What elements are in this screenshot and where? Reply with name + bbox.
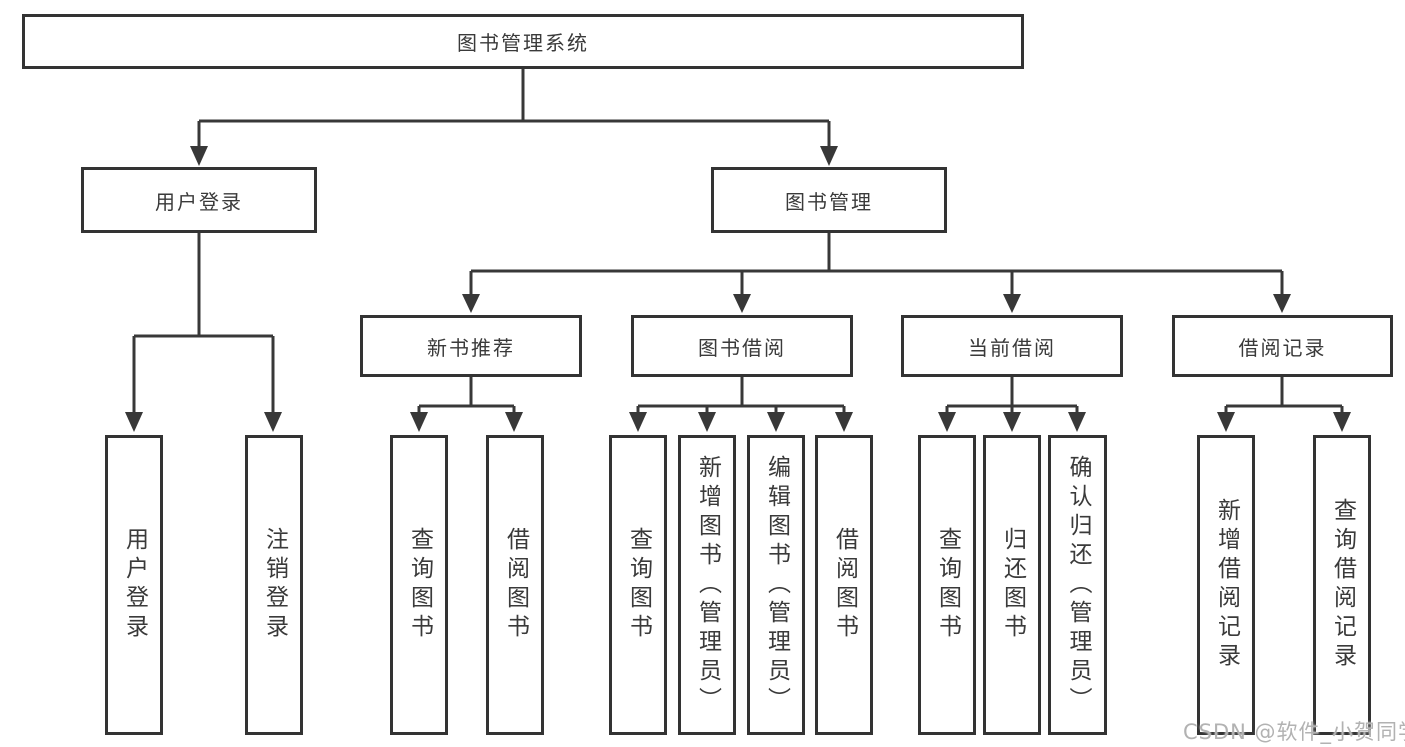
leaf-logout: 注销登录 xyxy=(245,435,303,735)
node-root: 图书管理系统 xyxy=(22,14,1024,69)
arrowhead xyxy=(733,294,751,313)
connector-book-mgmt-children xyxy=(462,233,1291,313)
connector-root-to-level2 xyxy=(190,68,838,166)
arrowhead xyxy=(698,412,716,432)
arrowhead xyxy=(125,412,143,432)
leaf-user-login: 用户登录 xyxy=(105,435,163,735)
arrowhead xyxy=(820,146,838,166)
connector-book-borrow-children xyxy=(629,377,853,432)
leaf-query-books-borrow-label: 查询图书 xyxy=(625,527,652,643)
node-root-label: 图书管理系统 xyxy=(457,31,589,55)
node-borrow-records-label: 借阅记录 xyxy=(1238,335,1327,360)
arrowhead xyxy=(1068,412,1086,432)
leaf-add-books-admin: 新增图书（管理员） xyxy=(678,435,736,735)
arrowhead xyxy=(1003,294,1021,313)
leaf-logout-label: 注销登录 xyxy=(261,527,288,643)
node-current-borrow: 当前借阅 xyxy=(901,315,1123,377)
leaf-borrow-books-rec-label: 借阅图书 xyxy=(502,527,529,643)
node-user-login-label: 用户登录 xyxy=(155,189,243,214)
connector-current-borrow-children xyxy=(938,377,1086,432)
arrowhead xyxy=(938,412,956,432)
leaf-query-borrow-record: 查询借阅记录 xyxy=(1313,435,1371,735)
arrowhead xyxy=(1217,412,1235,432)
node-new-book-rec-label: 新书推荐 xyxy=(427,335,515,360)
arrowhead xyxy=(505,412,523,432)
leaf-query-books-current-label: 查询图书 xyxy=(934,527,961,643)
leaf-borrow-books-label: 借阅图书 xyxy=(831,527,858,643)
arrowhead xyxy=(629,412,647,432)
leaf-query-books-borrow: 查询图书 xyxy=(609,435,667,735)
arrowhead xyxy=(1273,294,1291,313)
arrowhead xyxy=(462,294,480,313)
leaf-edit-books-admin: 编辑图书（管理员） xyxy=(747,435,805,735)
connector-borrow-records-children xyxy=(1217,377,1351,432)
leaf-add-borrow-record-label: 新增借阅记录 xyxy=(1213,498,1240,672)
leaf-edit-books-admin-label: 编辑图书（管理员） xyxy=(763,454,790,716)
leaf-confirm-return-admin-label: 确认归还（管理员） xyxy=(1065,454,1091,716)
connector-user-login-children xyxy=(125,233,282,432)
arrowhead xyxy=(767,412,785,432)
leaf-confirm-return-admin: 确认归还（管理员） xyxy=(1048,435,1107,735)
leaf-user-login-label: 用户登录 xyxy=(121,527,148,643)
node-book-mgmt: 图书管理 xyxy=(711,167,947,233)
arrowhead xyxy=(264,412,282,432)
node-book-borrow: 图书借阅 xyxy=(631,315,853,377)
node-new-book-rec: 新书推荐 xyxy=(360,315,582,377)
arrowhead xyxy=(1333,412,1351,432)
leaf-query-books-current: 查询图书 xyxy=(918,435,976,735)
node-user-login: 用户登录 xyxy=(81,167,317,233)
node-current-borrow-label: 当前借阅 xyxy=(968,335,1056,360)
leaf-query-borrow-record-label: 查询借阅记录 xyxy=(1329,498,1356,672)
leaf-add-books-admin-label: 新增图书（管理员） xyxy=(694,454,721,716)
leaf-return-books-label: 归还图书 xyxy=(999,527,1026,643)
node-borrow-records: 借阅记录 xyxy=(1172,315,1393,377)
node-book-borrow-label: 图书借阅 xyxy=(698,335,786,360)
arrowhead xyxy=(1003,412,1021,432)
leaf-query-books-rec: 查询图书 xyxy=(390,435,448,735)
leaf-add-borrow-record: 新增借阅记录 xyxy=(1197,435,1255,735)
csdn-watermark: CSDN @软件_小贺同学 xyxy=(1183,720,1405,744)
arrowhead xyxy=(410,412,428,432)
arrowhead xyxy=(190,146,208,166)
leaf-borrow-books-rec: 借阅图书 xyxy=(486,435,544,735)
node-book-mgmt-label: 图书管理 xyxy=(785,189,873,214)
leaf-query-books-rec-label: 查询图书 xyxy=(406,527,433,643)
leaf-return-books: 归还图书 xyxy=(983,435,1041,735)
connector-new-rec-children xyxy=(410,377,523,432)
arrowhead xyxy=(835,412,853,432)
leaf-borrow-books: 借阅图书 xyxy=(815,435,873,735)
